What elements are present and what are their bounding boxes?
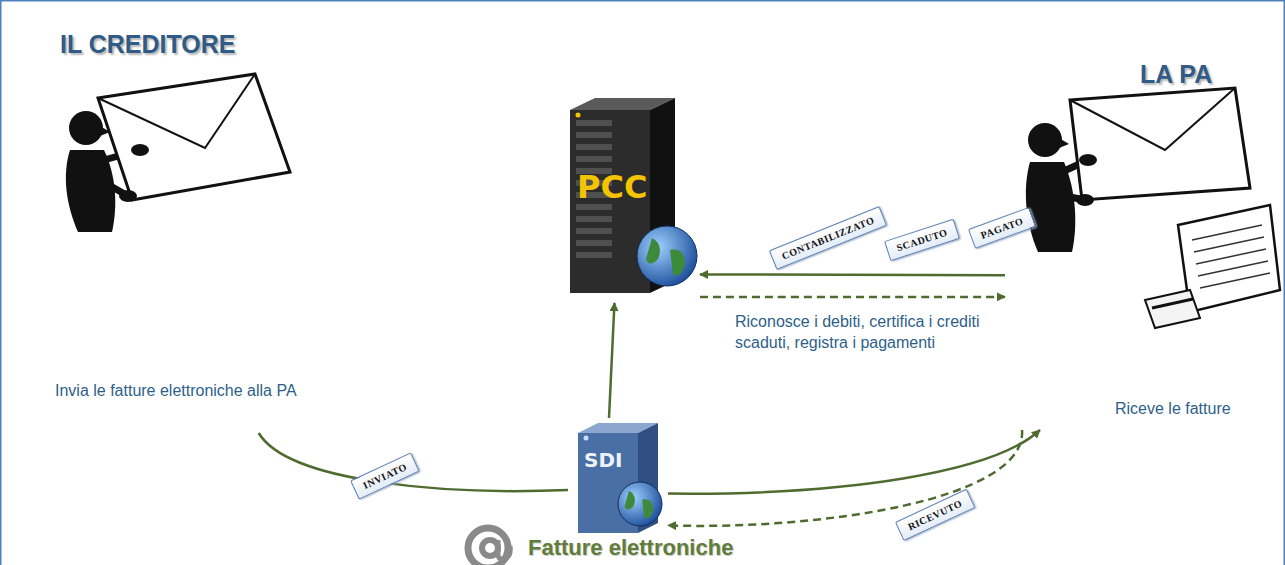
- flow-arrow: [700, 273, 1005, 276]
- flow-arrow: [668, 430, 1040, 494]
- status-tag: SCADUTO: [884, 219, 960, 262]
- edge-description: Riconosce i debiti, certifica i crediti …: [735, 312, 990, 354]
- pa-group: LA PA Riceve le fatture: [1005, 55, 1280, 430]
- creditor-figure: [66, 74, 290, 232]
- creditor-group: IL CREDITORE Invia le fatture elettronich…: [50, 25, 321, 433]
- heading: IL CREDITORE: [60, 30, 236, 59]
- status-tag: PAGATO: [968, 207, 1036, 249]
- pcc-server: PCC: [555, 88, 700, 303]
- flow-arrow: [700, 296, 1005, 299]
- at-icon: [468, 528, 510, 565]
- status-tag: INVIATO: [350, 452, 420, 499]
- server-label: PCC: [577, 168, 647, 206]
- description: Riceve le fatture: [1115, 399, 1275, 420]
- status-tag: CONTABILIZZATO: [769, 206, 887, 270]
- server-icon: [568, 418, 668, 536]
- status-tag: RICEVUTO: [895, 489, 975, 541]
- pa-figure: [1026, 88, 1280, 328]
- flow-arrow: [668, 430, 1022, 526]
- flow-arrow: [609, 303, 614, 418]
- sdi-server: SDI: [568, 418, 668, 536]
- channel-label: Fatture elettroniche: [528, 535, 733, 561]
- server-label: SDI: [584, 448, 622, 472]
- heading: LA PA: [1140, 60, 1212, 89]
- description: Invia le fatture elettroniche alla PA: [55, 381, 317, 402]
